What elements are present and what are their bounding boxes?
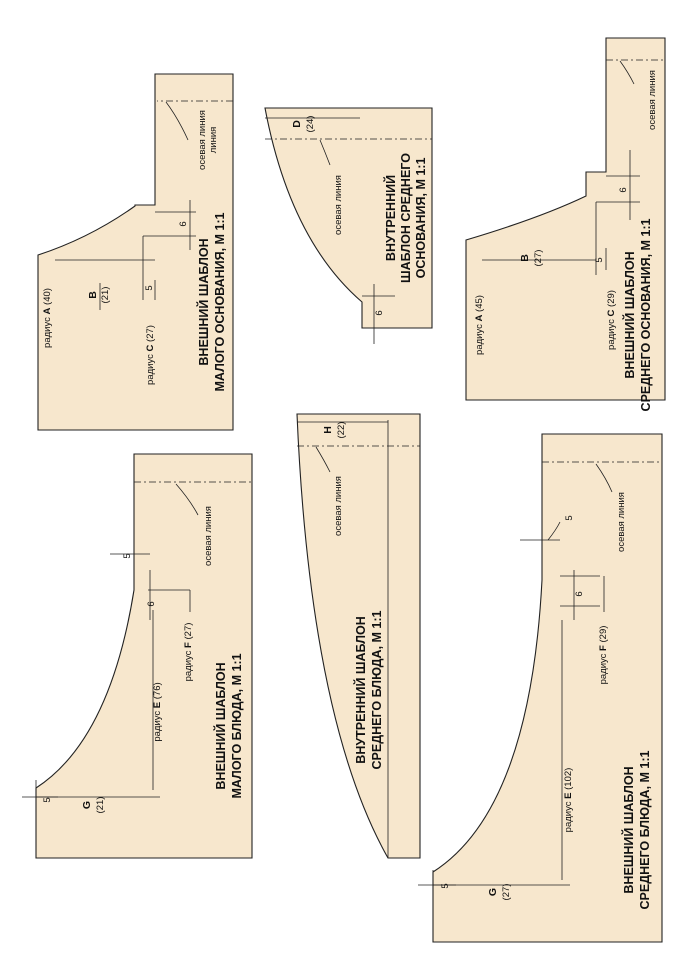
dim-6-label: 6 xyxy=(178,221,189,226)
title-line-1: ВНЕШНИЙ ШАБЛОН xyxy=(196,238,211,365)
inner-medium-dish-shape xyxy=(296,413,421,859)
dim-6-label: 6 xyxy=(374,310,385,315)
dim-h-letter: H xyxy=(322,426,334,434)
dim-5a-label: 5 xyxy=(564,515,575,520)
axis-leader xyxy=(619,60,635,85)
axis-label: осевая линия xyxy=(647,70,658,130)
dim-6-label: 6 xyxy=(618,187,629,192)
axis-label: осевая линия xyxy=(197,110,208,170)
radius-a-label: радиус A (40) xyxy=(42,288,53,348)
axis-leader xyxy=(175,483,199,516)
title-line-1: ВНУТРЕННИЙ xyxy=(383,175,398,261)
outer-medium-dish-shape xyxy=(432,433,663,943)
template-outer-medium-dish: осевая линия 5 6 радиус F (29) радиус E … xyxy=(418,433,663,943)
dim-g-value: (27) xyxy=(501,884,512,901)
dim-d-value: (24) xyxy=(305,116,316,133)
radius-c-label: радиус C (29) xyxy=(606,290,617,350)
title-line-1: ВНУТРЕННИЙ ШАБЛОН xyxy=(353,616,368,763)
template-outer-medium-base: осевая линия B (27) радиус A (45) радиус… xyxy=(465,37,666,411)
dim-b-letter: B xyxy=(87,291,99,299)
dim-5-label: 5 xyxy=(144,285,155,290)
title-line-1: ВНЕШНИЙ ШАБЛОН xyxy=(213,662,228,789)
dim-d-letter: D xyxy=(291,120,303,128)
radius-f-label: радиус F (27) xyxy=(183,623,194,682)
dim-5a-label: 5 xyxy=(122,553,133,558)
radius-c-label: радиус C (27) xyxy=(145,325,156,385)
dim-5a-leader xyxy=(547,521,561,541)
title-line-2: СРЕДНЕГО БЛЮДА, М 1:1 xyxy=(638,750,652,909)
dim-5b-label: 5 xyxy=(42,797,53,802)
dim-b-letter: B xyxy=(519,254,531,262)
title-line-2: ШАБЛОН СРЕДНЕГО xyxy=(399,153,413,283)
outer-medium-base-shape xyxy=(465,37,666,401)
dim-6-label: 6 xyxy=(146,601,157,606)
template-inner-medium-dish: осевая линия H (22) ВНУТРЕННИЙ ШАБЛОН СР… xyxy=(296,413,421,859)
outer-small-base-shape xyxy=(37,73,234,431)
radius-a-label: радиус A (45) xyxy=(474,295,485,355)
template-outer-small-dish: осевая линия 5 6 радиус F (27) радиус E … xyxy=(22,453,253,859)
dim-5-label: 5 xyxy=(594,257,605,262)
axis-leader xyxy=(319,139,331,166)
axis-leader xyxy=(595,463,613,493)
title-line-1: ВНЕШНИЙ ШАБЛОН xyxy=(621,766,636,893)
outer-small-dish-shape xyxy=(35,453,253,859)
dim-g-letter: G xyxy=(81,801,93,809)
dim-g-letter: G xyxy=(487,888,499,896)
axis-leader xyxy=(165,101,189,141)
dim-b-value: (27) xyxy=(533,250,544,267)
dim-g-value: (21) xyxy=(95,797,106,814)
svg-text:линия: линия xyxy=(208,127,219,154)
title-line-2: МАЛОГО БЛЮДА, М 1:1 xyxy=(230,653,244,798)
axis-label: осевая линия xyxy=(616,492,627,552)
axis-leader xyxy=(315,446,331,473)
template-inner-medium-base: осевая линия D (24) 6 ВНУТРЕННИЙ ШАБЛОН … xyxy=(264,107,433,344)
template-outer-small-base: осевая линия линия B (21) радиус A (40) … xyxy=(37,73,234,431)
axis-label: осевая линия xyxy=(203,506,214,566)
title-line-2: СРЕДНЕГО ОСНОВАНИЯ, М 1:1 xyxy=(639,218,653,411)
title-line-3: ОСНОВАНИЯ, М 1:1 xyxy=(414,158,428,279)
dim-6-label: 6 xyxy=(574,591,585,596)
radius-e-label: радиус E (76) xyxy=(152,682,163,741)
dim-b-value: (21) xyxy=(100,287,111,304)
dim-h-value: (22) xyxy=(336,422,347,439)
title-line-1: ВНЕШНИЙ ШАБЛОН xyxy=(622,251,637,378)
inner-medium-base-shape xyxy=(264,107,433,329)
axis-label: осевая линия xyxy=(333,476,344,536)
title-line-2: МАЛОГО ОСНОВАНИЯ, М 1:1 xyxy=(213,212,227,391)
radius-e-label: радиус E (102) xyxy=(563,768,574,833)
axis-label: осевая линия xyxy=(333,175,344,235)
radius-f-label: радиус F (29) xyxy=(598,626,609,685)
title-line-2: СРЕДНЕГО БЛЮДА, М 1:1 xyxy=(370,610,384,769)
dim-5b-label: 5 xyxy=(440,883,451,888)
